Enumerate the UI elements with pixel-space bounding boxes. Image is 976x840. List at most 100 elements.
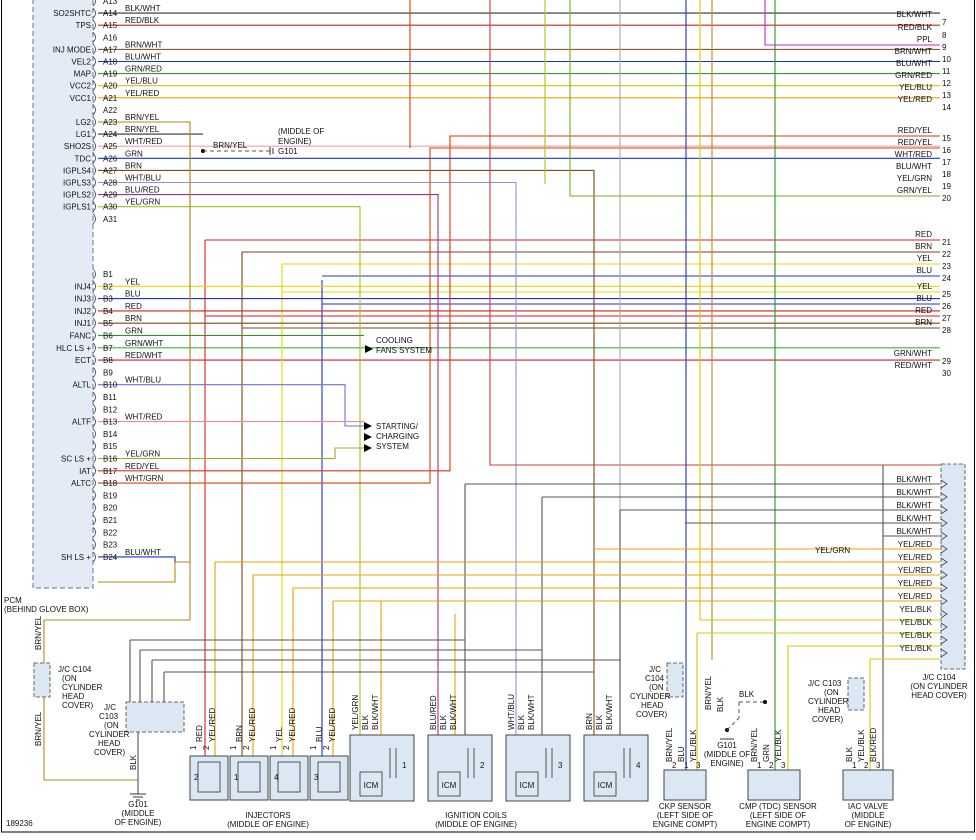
iac-wire-label: BLK (845, 746, 854, 762)
connector-tick (940, 492, 948, 502)
pcm-signal-label: SC LS + (61, 455, 91, 464)
pcm-pin-number: B13 (103, 418, 118, 427)
pin-bracket (92, 404, 96, 415)
iac-pin-number: 2 (864, 761, 869, 770)
top-wire-red (489, 0, 940, 466)
pcm-pin-number: B24 (103, 553, 118, 562)
injector-pin: 2 (242, 745, 251, 750)
coil-winding-icon (545, 748, 553, 778)
pin-bracket (92, 140, 96, 152)
pin-bracket (92, 428, 96, 440)
left-connectors: BRN/YEL J/C C104 (ON CYLINDER HEAD COVER… (6, 615, 185, 828)
ckp-pin-number: 1 (684, 761, 689, 770)
right-wire-color: RED/YEL (898, 126, 933, 135)
injector-pin: 2 (322, 745, 331, 750)
right-wire-color: PPL (917, 35, 933, 44)
pcm-pin-number: B23 (103, 541, 118, 550)
injector-wire-label: YEL/RED (248, 708, 257, 742)
pcm-signal-label: MAP (74, 70, 91, 79)
pcm-wire-color: RED/YEL (125, 462, 160, 471)
injector-wire-label: YEL (275, 726, 284, 742)
pcm-wire-color: WHT/RED (125, 413, 163, 422)
iac-wire-label: YEL/BLK (857, 729, 866, 762)
pin-bracket (92, 342, 96, 354)
g101-top: BRN/YEL (MIDDLE OF ENGINE) G101 (201, 127, 324, 156)
right-wire-color: BRN (915, 242, 932, 251)
ckp-blk: BLK (716, 696, 725, 712)
jc-c104-left-label-2: (ON (62, 674, 77, 683)
right-wire-number: 25 (942, 290, 951, 299)
pcm-pin-number: B6 (103, 332, 113, 341)
right-wire-number: 9 (942, 43, 947, 52)
ckp-g101-1: G101 (717, 741, 737, 750)
injectors-caption-1: INJECTORS (245, 811, 290, 820)
pcm-pin-number: A20 (103, 82, 118, 91)
jc-c104-left-box (33, 662, 51, 698)
right-wire-number: 29 (942, 357, 951, 366)
pcm-pin-number: A14 (103, 9, 118, 18)
jc-wire-label: YEL/BLK (900, 644, 933, 653)
g101-top-wire-label: BRN/YEL (213, 141, 248, 150)
injector-coil-icon (197, 761, 221, 793)
left-blk-label: BLK (129, 754, 138, 770)
pcm-wire-color: BLU/WHT (125, 53, 161, 62)
ckp-wire-label: YEL/BLK (689, 729, 698, 762)
ckp-jc-4: CYLINDER (630, 692, 671, 701)
pcm-wire-color: YEL/BLU (125, 77, 158, 86)
jc-wire-label: YEL/BLK (900, 618, 933, 627)
right-wire-number: 28 (942, 326, 951, 335)
pcm-wire-color: BRN (125, 161, 142, 170)
pcm-pin-number: B11 (103, 393, 117, 402)
g101-left-label-2: (MIDDLE (122, 809, 155, 818)
ckp-sensor: J/C C104 (ON CYLINDER HEAD COVER) BRN/YE… (630, 662, 767, 829)
ckp-jc-3: (ON (649, 683, 664, 692)
injector-pin: 1 (189, 745, 198, 750)
ckp-jc-2: C104 (645, 674, 665, 683)
pcm-signal-label: VEL2 (71, 58, 91, 67)
altl-wire (98, 384, 364, 427)
iac-jc-4: HEAD (818, 706, 840, 715)
injector-wire-label: BRN (235, 725, 244, 742)
injector-coil-icon (277, 761, 301, 793)
pin-bracket (92, 502, 96, 513)
right-wire-color: BLU (916, 294, 932, 303)
coil-number: 1 (402, 761, 407, 770)
pcm-wire-color: RED/BLK (125, 16, 160, 25)
pcm-signal-label: SH LS + (61, 553, 91, 562)
pin-bracket (92, 44, 96, 55)
ground-return-drop (129, 640, 165, 702)
connector-tick (940, 518, 948, 528)
pcm-signal-label: IGPLS3 (63, 179, 92, 188)
pcm-wire-color: BRN/YEL (125, 125, 160, 134)
right-wire-color: YEL/GRN (897, 174, 932, 183)
right-wire-color: RED (915, 230, 932, 239)
pcm-pin-number: A28 (103, 179, 118, 188)
pcm-signal-label: IGPLS1 (63, 203, 92, 212)
right-wire-color: GRN/RED (895, 71, 932, 80)
pcm-signal-label: INJ1 (75, 319, 92, 328)
ckp-jc-1: J/C (649, 665, 661, 674)
connector-tick (940, 544, 948, 554)
right-wire-color: RED/WHT (895, 361, 932, 370)
charging-label-1: STARTING/ (376, 422, 419, 431)
pcm-wire-color: RED (125, 302, 142, 311)
pin-bracket (92, 379, 96, 390)
pcm-pin-number: B10 (103, 381, 118, 390)
injector-number: 2 (194, 773, 199, 782)
yel-blk-wire-4 (869, 658, 940, 770)
pcm-wire-color: BLU (125, 290, 141, 299)
jc-c103-left-label-2: C103 (99, 712, 119, 721)
right-wire-number: 11 (942, 67, 951, 76)
injector-number: 1 (234, 773, 239, 782)
pcm-wire-color: WHT/GRN (125, 474, 163, 483)
pin-bracket (92, 293, 96, 304)
pcm-pin-number: B14 (103, 430, 118, 439)
cmp-wire-label: BRN/YEL (750, 727, 759, 762)
coil-winding-icon (623, 748, 631, 778)
injector-wire-label: YEL/RED (208, 708, 217, 742)
g101-top-label-1: (MIDDLE OF (278, 127, 324, 136)
connector-tick (940, 479, 948, 489)
pcm-title: PCM (4, 596, 22, 605)
